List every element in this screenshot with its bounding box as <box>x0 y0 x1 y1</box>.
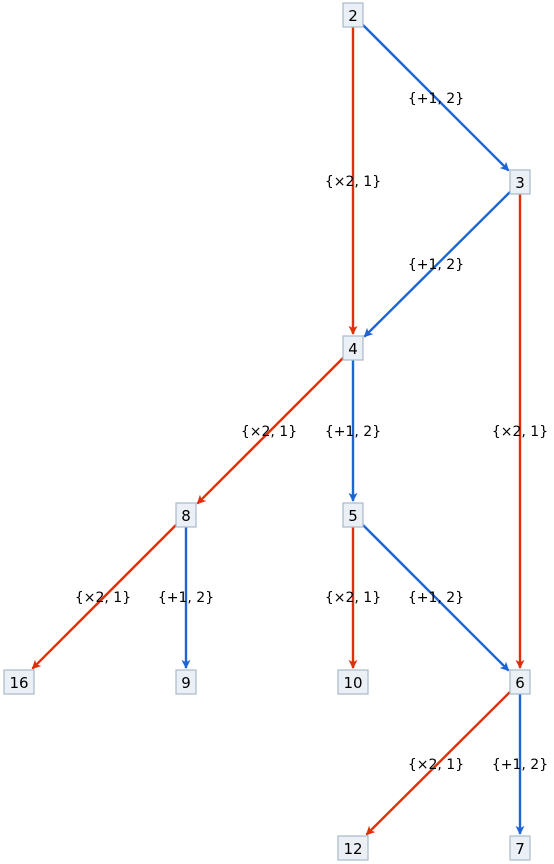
node-label-9: 9 <box>181 674 191 692</box>
edge-8-to-16 <box>31 524 177 670</box>
edge-label-8-to-16: {×2, 1} <box>75 590 131 606</box>
edge-label-4-to-8: {×2, 1} <box>241 424 297 440</box>
node-box-3 <box>509 169 531 195</box>
node-4: 4 <box>342 335 364 361</box>
node-box-12 <box>337 835 369 861</box>
edge-6-to-12 <box>365 691 511 836</box>
node-box-5 <box>342 502 364 528</box>
edge-label-2-to-3: {+1, 2} <box>408 91 464 107</box>
edge-label-3-to-4: {+1, 2} <box>408 257 464 273</box>
edge-label-6-to-12: {×2, 1} <box>408 757 464 773</box>
node-label-6: 6 <box>515 674 525 692</box>
edge-label-8-to-9: {+1, 2} <box>158 590 214 606</box>
node-12: 12 <box>337 835 369 861</box>
node-box-10 <box>337 669 369 695</box>
node-9: 9 <box>175 669 197 695</box>
node-label-10: 10 <box>343 674 362 692</box>
node-box-2 <box>342 2 364 28</box>
node-6: 6 <box>509 669 531 695</box>
node-label-2: 2 <box>348 7 358 25</box>
node-box-16 <box>3 669 35 695</box>
edge-label-2-to-4: {×2, 1} <box>325 174 381 190</box>
node-box-8 <box>175 502 197 528</box>
node-box-9 <box>175 669 197 695</box>
node-label-5: 5 <box>348 507 358 525</box>
node-5: 5 <box>342 502 364 528</box>
edge-5-to-6 <box>362 524 510 672</box>
node-7: 7 <box>509 835 531 861</box>
node-box-6 <box>509 669 531 695</box>
node-10: 10 <box>337 669 369 695</box>
node-label-8: 8 <box>181 507 191 525</box>
edge-2-to-3 <box>362 24 510 172</box>
node-2: 2 <box>342 2 364 28</box>
node-3: 3 <box>509 169 531 195</box>
node-label-7: 7 <box>515 840 525 858</box>
edge-label-6-to-7: {+1, 2} <box>492 757 548 773</box>
edge-labels-layer: {×2, 1} {+1, 2} {+1, 2} {×2, 1} {×2, 1} {+1, … <box>75 91 548 773</box>
node-box-7 <box>509 835 531 861</box>
edge-4-to-8 <box>196 357 344 505</box>
edge-label-5-to-10: {×2, 1} <box>325 590 381 606</box>
edge-3-to-4 <box>363 191 511 338</box>
nodes-layer: 2 3 4 5 6 7 8 9 10 12 16 <box>3 2 531 861</box>
edge-label-3-to-6: {×2, 1} <box>492 424 548 440</box>
node-label-12: 12 <box>343 840 362 858</box>
node-16: 16 <box>3 669 35 695</box>
node-label-3: 3 <box>515 174 525 192</box>
node-label-4: 4 <box>348 340 358 358</box>
node-box-4 <box>342 335 364 361</box>
edge-label-4-to-5: {+1, 2} <box>325 424 381 440</box>
node-label-16: 16 <box>9 674 28 692</box>
edges-layer <box>31 24 525 836</box>
edge-label-5-to-6: {+1, 2} <box>408 590 464 606</box>
node-8: 8 <box>175 502 197 528</box>
